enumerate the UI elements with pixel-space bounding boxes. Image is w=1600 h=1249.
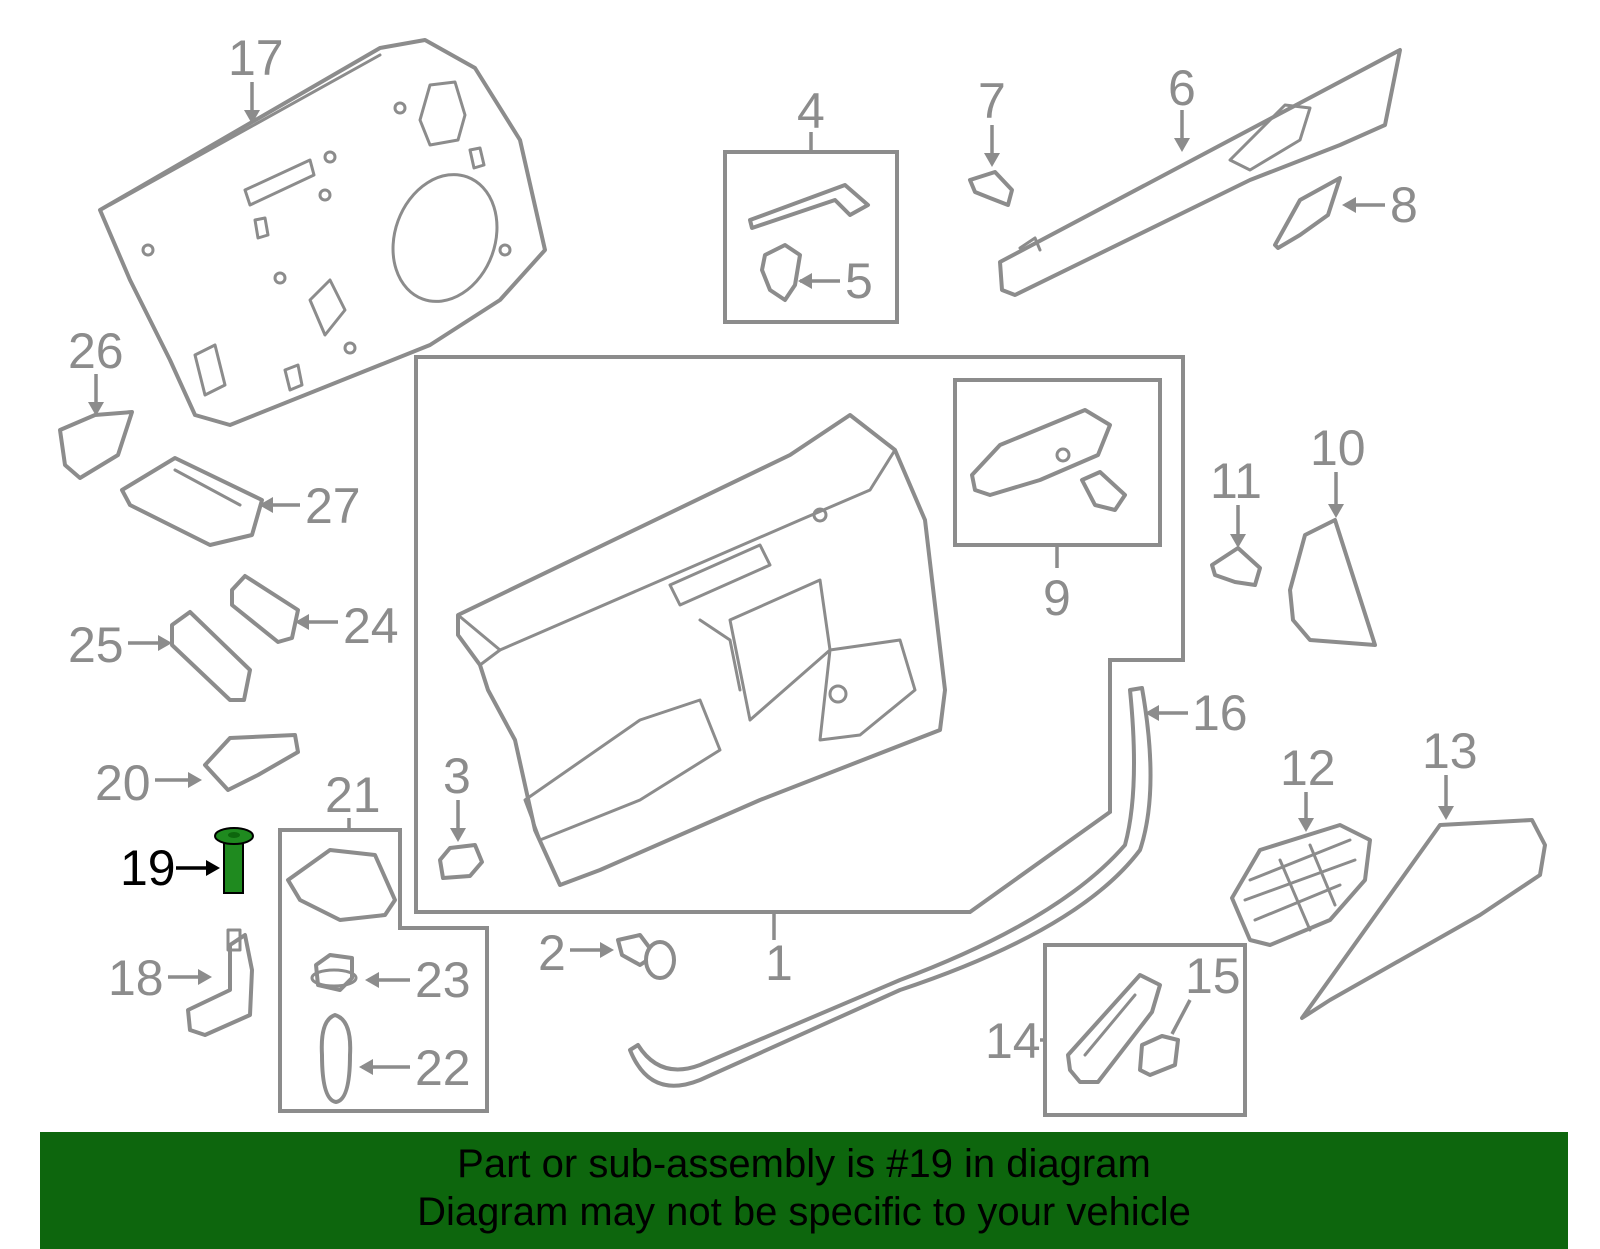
arrow-12	[1298, 818, 1314, 832]
label-13: 13	[1422, 723, 1478, 779]
label-26: 26	[68, 323, 124, 379]
box-1-door-trim	[414, 355, 1185, 914]
label-23: 23	[415, 952, 471, 1008]
arrow-11	[1230, 534, 1246, 548]
part-27-bracket[interactable]	[120, 456, 264, 547]
part-24-switch[interactable]	[230, 574, 300, 644]
arrow-18	[198, 969, 212, 985]
label-4: 4	[797, 83, 825, 139]
part-3-grommet[interactable]	[438, 843, 484, 880]
part-14-switch-bezel[interactable]	[1066, 973, 1162, 1084]
part-22-bulb[interactable]	[319, 1013, 353, 1104]
label-24: 24	[343, 598, 399, 654]
label-1: 1	[765, 935, 793, 991]
part-15-switch[interactable]	[1138, 1034, 1180, 1077]
leader-15	[1170, 999, 1192, 1035]
label-6: 6	[1168, 60, 1196, 116]
arrow-23	[365, 972, 379, 988]
part-10-cover[interactable]	[1288, 518, 1377, 647]
arrow-6	[1174, 138, 1190, 152]
part-4-bracket[interactable]	[748, 183, 870, 230]
label-12: 12	[1280, 740, 1336, 796]
label-10: 10	[1310, 420, 1366, 476]
arrow-24	[295, 614, 309, 630]
part-12-speaker-grille[interactable]	[1230, 823, 1372, 947]
arrow-26	[88, 402, 104, 416]
part-23-nut[interactable]	[310, 953, 358, 992]
part-16-weatherstrip[interactable]	[628, 686, 1153, 1088]
arrow-7	[984, 153, 1000, 167]
label-9: 9	[1043, 570, 1071, 626]
part-8-cover[interactable]	[1273, 176, 1342, 250]
part-13-trim-cover[interactable]	[1300, 818, 1547, 1020]
box-21-22-23	[278, 828, 489, 1113]
part-11-clip[interactable]	[1210, 546, 1262, 587]
box-14-15	[1043, 943, 1247, 1117]
part-18-bracket[interactable]	[186, 928, 254, 1037]
label-14: 14	[985, 1013, 1041, 1069]
arrow-17	[244, 110, 260, 124]
arrow-20	[188, 772, 202, 788]
part-7-clip[interactable]	[968, 170, 1014, 207]
label-19: 19	[120, 840, 176, 896]
label-15: 15	[1185, 948, 1241, 1004]
part-17-door-panel[interactable]	[98, 38, 547, 427]
part-21-lamp-housing[interactable]	[286, 848, 397, 922]
arrow-8	[1342, 197, 1356, 213]
arrow-2	[600, 942, 614, 958]
label-5: 5	[845, 253, 873, 309]
part-25-switch-cap[interactable]	[170, 610, 252, 702]
label-25: 25	[68, 617, 124, 673]
label-3: 3	[443, 748, 471, 804]
label-18: 18	[108, 950, 164, 1006]
arrow-25	[158, 635, 172, 651]
label-2: 2	[538, 925, 566, 981]
banner-line-2: Diagram may not be specific to your vehi…	[417, 1190, 1191, 1234]
part-6-trim-strip[interactable]	[998, 48, 1402, 297]
label-11: 11	[1210, 453, 1262, 509]
label-16: 16	[1192, 685, 1248, 741]
arrow-22	[359, 1059, 373, 1075]
label-8: 8	[1390, 177, 1418, 233]
arrow-13	[1438, 806, 1454, 820]
label-20: 20	[95, 755, 151, 811]
part-20-switch[interactable]	[203, 733, 300, 792]
label-7: 7	[978, 73, 1006, 129]
part-9-handle-assembly[interactable]	[970, 408, 1127, 512]
part-19-screw[interactable]	[214, 827, 254, 894]
arrow-3	[450, 828, 466, 842]
part-5-clip[interactable]	[760, 243, 802, 302]
part-2-screw[interactable]	[616, 933, 676, 980]
part-26-clip[interactable]	[58, 410, 134, 480]
label-27: 27	[305, 478, 361, 534]
banner-line-1: Part or sub-assembly is #19 in diagram	[457, 1142, 1151, 1186]
arrow-19	[206, 860, 220, 876]
arrow-5	[798, 273, 812, 289]
arrow-16	[1145, 705, 1159, 721]
info-banner: Part or sub-assembly is #19 in diagram D…	[40, 1132, 1568, 1249]
label-22: 22	[415, 1040, 471, 1096]
label-17: 17	[228, 30, 284, 86]
arrow-10	[1328, 504, 1344, 518]
part-1-door-trim-panel[interactable]	[456, 413, 947, 887]
label-21: 21	[325, 767, 381, 823]
arrow-27	[259, 497, 273, 513]
